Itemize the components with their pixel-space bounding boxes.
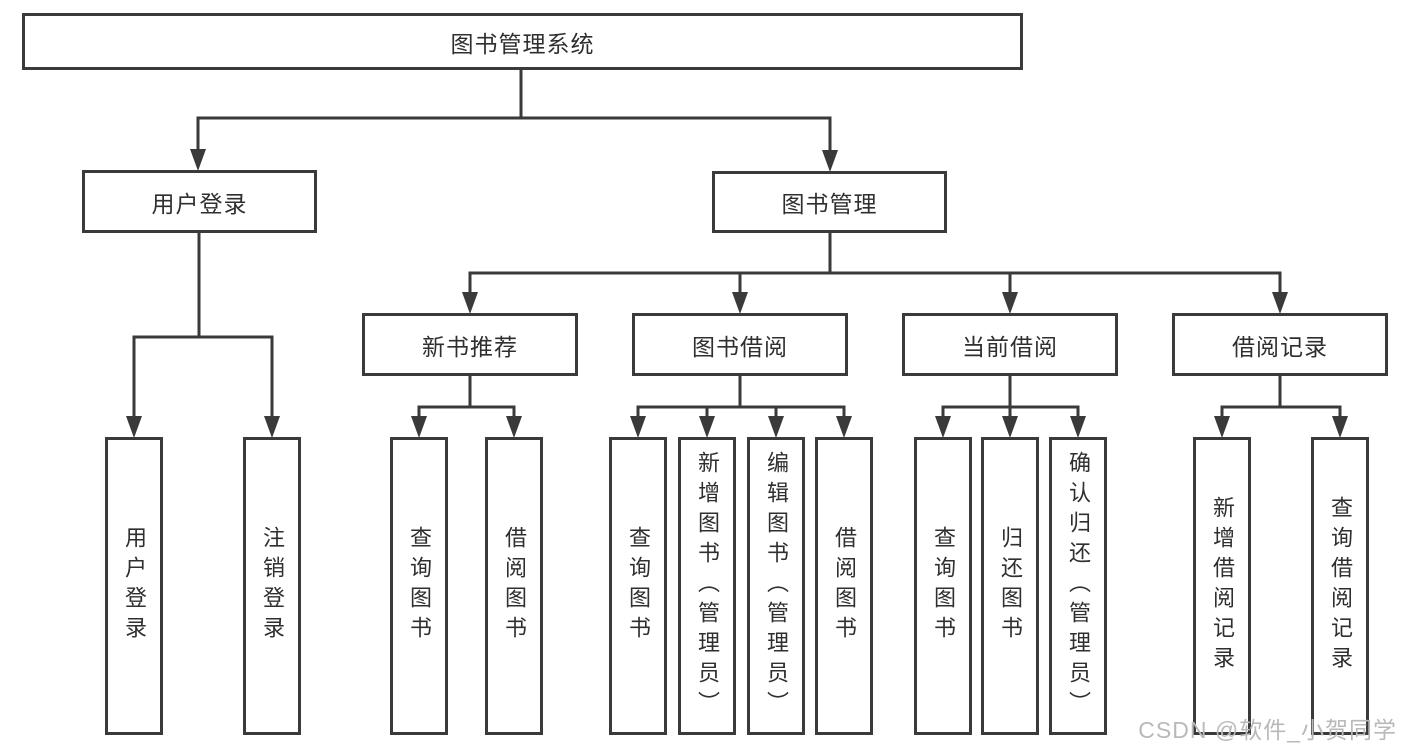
leaf-borrow-books: 借阅图书: [815, 437, 873, 735]
connector-user-login: [126, 231, 280, 438]
csdn-watermark: CSDN @软件_小贺同学: [1138, 717, 1397, 743]
connector-book-management: [462, 231, 1288, 314]
connector-current-borrowing: [935, 374, 1086, 438]
leaf-query-books-current: 查询图书: [914, 437, 972, 735]
node-root: 图书管理系统: [22, 13, 1023, 70]
node-book-management: 图书管理: [712, 171, 947, 233]
node-new-book-recommend: 新书推荐: [362, 313, 578, 376]
leaf-add-borrow-record: 新增借阅记录: [1193, 437, 1251, 735]
node-book-borrowing: 图书借阅: [632, 313, 848, 376]
leaf-confirm-return-admin: 确认归还（管理员）: [1049, 437, 1107, 735]
leaf-user-login: 用户登录: [105, 437, 163, 735]
connector-new-book-recommend: [411, 374, 522, 438]
leaf-add-books-admin: 新增图书（管理员）: [678, 437, 736, 735]
node-borrowing-records: 借阅记录: [1172, 313, 1388, 376]
leaf-borrow-books-recommend: 借阅图书: [485, 437, 543, 735]
leaf-logout: 注销登录: [243, 437, 301, 735]
connector-root: [190, 68, 838, 172]
connector-borrowing-records: [1214, 374, 1348, 438]
leaf-query-borrow-record: 查询借阅记录: [1311, 437, 1369, 735]
leaf-return-books: 归还图书: [981, 437, 1039, 735]
leaf-edit-books-admin: 编辑图书（管理员）: [747, 437, 805, 735]
node-current-borrowing: 当前借阅: [902, 313, 1118, 376]
leaf-query-books-recommend: 查询图书: [390, 437, 448, 735]
node-user-login: 用户登录: [82, 170, 317, 233]
leaf-query-books-borrowing: 查询图书: [609, 437, 667, 735]
connector-book-borrowing: [630, 374, 852, 438]
